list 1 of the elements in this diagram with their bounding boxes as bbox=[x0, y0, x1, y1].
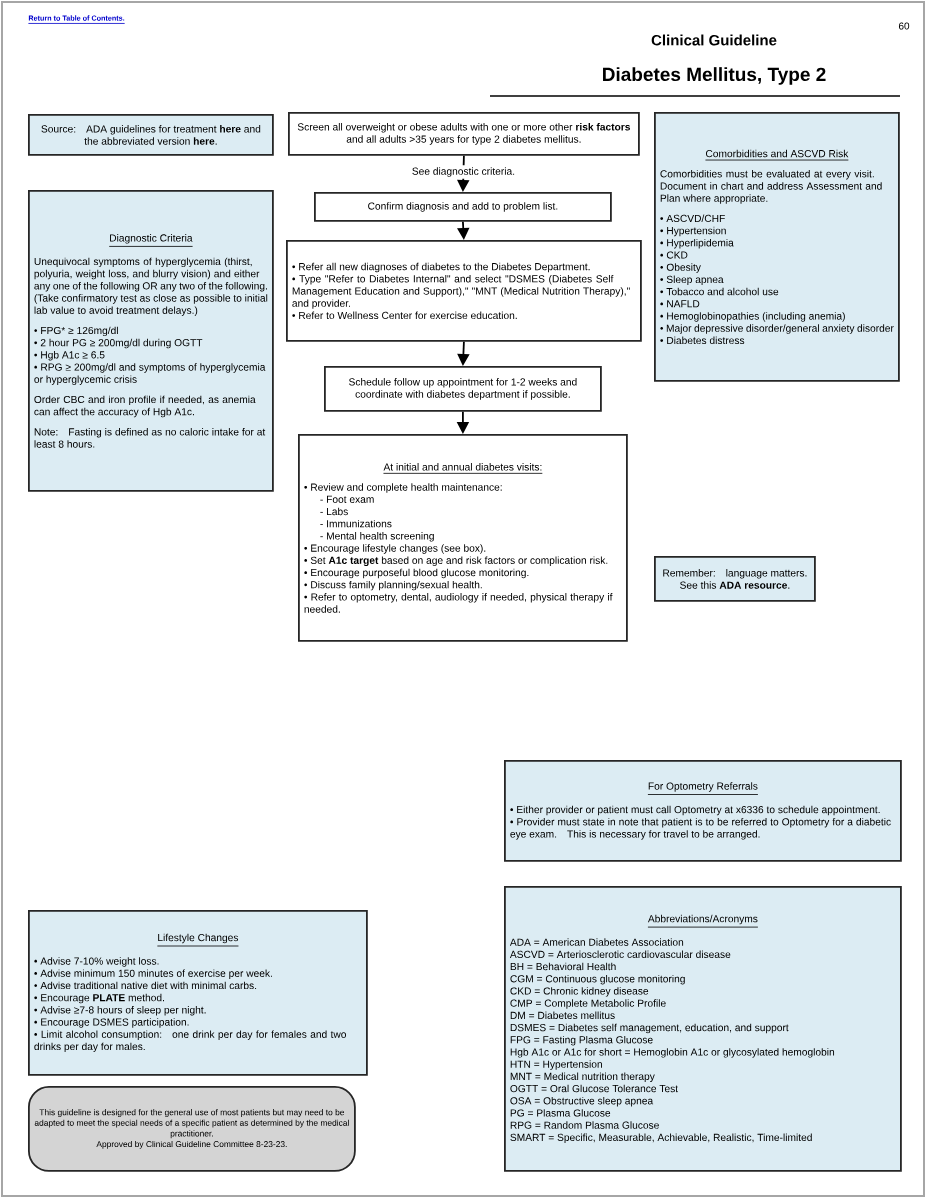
title: Diabetes Mellitus, Type 2 bbox=[603, 67, 826, 85]
